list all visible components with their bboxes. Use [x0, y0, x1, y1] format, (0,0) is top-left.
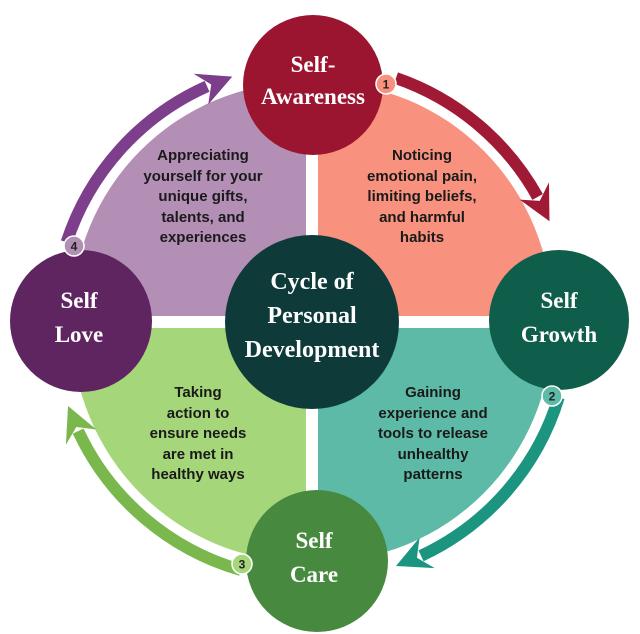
center-circle: Cycle of Personal Development — [225, 235, 399, 409]
quadrant-self-growth — [318, 328, 552, 562]
arrowhead-icon — [395, 537, 435, 569]
node-label: Self- — [291, 52, 336, 77]
quadrant-self-love — [72, 82, 306, 316]
description-line: action to — [167, 405, 230, 422]
node-disc — [489, 250, 629, 390]
description-line: yourself for your — [143, 168, 262, 185]
arrow-shaft — [418, 395, 565, 562]
arrow-growth-to-care — [395, 395, 565, 569]
description-line: talents, and — [161, 209, 244, 226]
center-title-line: Cycle of — [270, 269, 354, 295]
arrow-shaft — [60, 80, 210, 245]
arrow-love-to-awareness — [60, 73, 233, 245]
description-line: ensure needs — [150, 425, 247, 442]
node-label: Care — [290, 562, 338, 587]
description-line: Noticing — [392, 147, 452, 164]
arrow-shaft — [72, 428, 243, 576]
node-disc — [246, 490, 388, 632]
badge-disc — [375, 73, 397, 95]
badge-2: 2 — [541, 385, 563, 407]
description-self-growth: Gaining experience and tools to release … — [378, 384, 488, 483]
badge-3: 3 — [231, 553, 253, 575]
node-disc — [243, 15, 383, 155]
badge-1: 1 — [375, 73, 397, 95]
badge-number: 2 — [549, 390, 556, 404]
arrow-awareness-to-growth — [394, 72, 550, 222]
badge-number: 3 — [239, 558, 246, 572]
description-line: Taking — [174, 384, 221, 401]
node-label: Awareness — [261, 84, 365, 109]
node-label: Self — [540, 288, 577, 313]
node-self-growth: Self Growth — [489, 250, 629, 390]
arrowhead-icon — [519, 182, 550, 222]
description-line: healthy ways — [151, 466, 244, 483]
node-label: Growth — [521, 322, 597, 347]
quadrant-self-care — [72, 328, 306, 562]
node-label: Self — [295, 528, 332, 553]
center-title-line: Personal — [267, 303, 357, 329]
description-line: patterns — [403, 466, 462, 483]
arrow-care-to-love — [65, 405, 243, 576]
node-self-love: Self Love — [10, 250, 152, 392]
node-self-awareness: Self- Awareness — [243, 15, 383, 155]
description-self-care: Taking action to ensure needs are met in… — [150, 384, 247, 483]
badge-disc — [541, 385, 563, 407]
description-line: habits — [400, 229, 444, 246]
arrow-shaft — [394, 72, 543, 200]
description-line: are met in — [163, 446, 234, 463]
node-label: Love — [55, 322, 104, 347]
node-label: Self — [60, 288, 97, 313]
center-title-line: Development — [245, 337, 380, 363]
description-line: and harmful — [379, 209, 465, 226]
description-line: emotional pain, — [367, 168, 477, 185]
description-line: Gaining — [405, 384, 461, 401]
description-self-love: Appreciating yourself for your unique gi… — [143, 147, 262, 246]
description-line: experience and — [378, 405, 487, 422]
description-line: limiting beliefs, — [367, 188, 476, 205]
badge-4: 4 — [63, 235, 85, 257]
description-line: unhealthy — [398, 446, 469, 463]
badge-number: 4 — [71, 240, 78, 254]
badge-disc — [63, 235, 85, 257]
center-disc — [225, 235, 399, 409]
arrowhead-icon — [65, 405, 97, 445]
description-line: tools to release — [378, 425, 488, 442]
node-disc — [10, 250, 152, 392]
description-line: unique gifts, — [158, 188, 247, 205]
node-self-care: Self Care — [246, 490, 388, 632]
quadrant-self-awareness — [318, 82, 552, 316]
arrowhead-icon — [193, 73, 233, 105]
description-self-awareness: Noticing emotional pain, limiting belief… — [367, 147, 477, 246]
badge-number: 1 — [383, 78, 390, 92]
description-line: Appreciating — [157, 147, 249, 164]
badge-disc — [231, 553, 253, 575]
description-line: experiences — [160, 229, 247, 246]
